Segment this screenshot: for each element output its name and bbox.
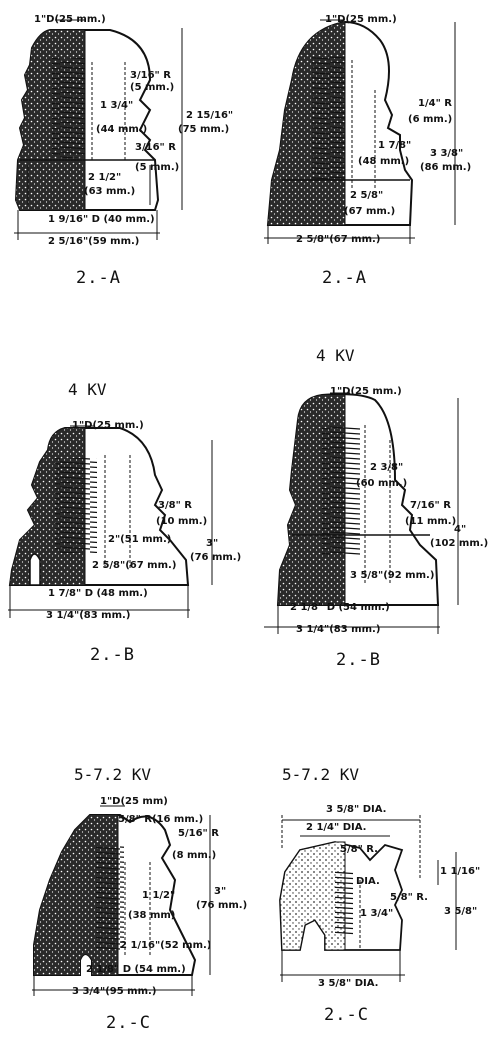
- insulator-2c-right: [279, 815, 457, 982]
- c1-total-height: 3": [214, 886, 227, 897]
- b1-total-height-mm: (76 mm.): [190, 552, 242, 563]
- c1-caption: 2.-C: [106, 1013, 151, 1033]
- a1-radius-2: 3/16" R: [135, 142, 176, 153]
- c1-base-diameter: 2 1/8" D (54 mm.): [86, 964, 186, 975]
- c1-top-radius: 5/8" R(16 mm.): [118, 814, 204, 825]
- insulator-2c-right-thread: [335, 870, 353, 935]
- b1-top-diameter: 1"D(25 mm.): [72, 420, 144, 431]
- a1-height-1-mm: (44 mm.): [96, 124, 148, 135]
- a1-height-2: 2 1/2": [88, 172, 122, 183]
- a1-caption: 2.-A: [76, 268, 121, 288]
- c2-radius-a: 5/8" R.: [340, 844, 378, 855]
- insulator-2b-right-thread: [322, 425, 360, 555]
- insulator-2b-left: [8, 425, 213, 618]
- a2-total-height-mm: (86 mm.): [420, 162, 472, 173]
- b2-top-diameter: 1"D(25 mm.): [330, 386, 402, 397]
- a2-total-height: 3 3/8": [430, 148, 464, 159]
- insulator-2b-left-thread: [55, 458, 97, 553]
- b2-total-height: 4": [454, 524, 467, 535]
- insulator-2a-left-thread: [52, 58, 85, 158]
- voltage-label-5kv-left: 5-7.2 KV: [74, 765, 152, 784]
- b1-caption: 2.-B: [90, 645, 135, 665]
- a1-base-diameter: 1 9/16" D (40 mm.): [48, 214, 155, 225]
- a1-total-height-mm: (75 mm.): [178, 124, 230, 135]
- b2-height-1-mm: (60 mm.): [356, 478, 408, 489]
- a1-width: 2 5/16"(59 mm.): [48, 236, 140, 247]
- b1-height-2: 2 5/8"(67 mm.): [92, 560, 177, 571]
- b2-height-2: 3 5/8"(92 mm.): [350, 570, 435, 581]
- a2-width: 2 5/8"(67 mm.): [296, 234, 381, 245]
- voltage-label-5kv-right: 5-7.2 KV: [282, 765, 360, 784]
- a2-radius-1-mm: (6 mm.): [408, 114, 453, 125]
- voltage-label-4kv-right: 4 KV: [316, 346, 355, 365]
- b1-width: 3 1/4"(83 mm.): [46, 610, 131, 621]
- insulator-2a-left: [14, 19, 183, 240]
- a1-height-1: 1 3/4": [100, 100, 134, 111]
- c2-top-dia: 3 5/8" DIA.: [326, 804, 387, 815]
- a2-height-1-mm: (48 mm.): [358, 156, 410, 167]
- a2-radius-1: 1/4" R: [418, 98, 452, 109]
- c1-radius-1: 5/16" R: [178, 828, 219, 839]
- c1-height-1-mm: (38 mm): [128, 910, 176, 921]
- b2-height-1: 2 3/8": [370, 462, 404, 473]
- a2-height-1: 1 7/8": [378, 140, 412, 151]
- insulator-2c-left: [32, 805, 211, 996]
- a1-radius-2-mm: (5 mm.): [135, 162, 180, 173]
- c2-dia: DIA.: [356, 876, 380, 887]
- c1-top-diameter: 1"D(25 mm): [100, 796, 168, 807]
- a2-caption: 2.-A: [322, 268, 367, 288]
- c1-height-1: 1 1/2": [142, 890, 176, 901]
- c2-total-height: 3 5/8": [444, 906, 478, 917]
- a2-top-diameter: 1"D(25 mm.): [325, 14, 397, 25]
- insulator-2a-right: [264, 19, 456, 244]
- insulator-2c-left-thread: [96, 845, 124, 950]
- c1-height-2: 2 1/16"(52 mm.): [120, 940, 212, 951]
- a1-radius-1-mm: (5 mm.): [130, 82, 175, 93]
- insulator-2a-right-thread: [312, 55, 345, 180]
- a1-height-2-mm: (63 mm.): [84, 186, 136, 197]
- b1-height-1: 2"(51 mm.): [108, 534, 172, 545]
- b1-radius-1-mm: (10 mm.): [156, 516, 208, 527]
- b2-radius-1: 7/16" R: [410, 500, 451, 511]
- b2-base-diameter: 2 1/8" D (54 mm.): [290, 602, 390, 613]
- c2-height-b: 1 3/4": [360, 908, 394, 919]
- b2-total-height-mm: (102 mm.): [430, 538, 489, 549]
- b1-base-diameter: 1 7/8" D (48 mm.): [48, 588, 148, 599]
- c2-caption: 2.-C: [324, 1005, 369, 1025]
- insulator-2b-right: [264, 392, 459, 634]
- c2-base-dia: 3 5/8" DIA.: [318, 978, 379, 989]
- b2-width: 3 1/4"(83 mm.): [296, 624, 381, 635]
- c2-radius-b: 5/8" R.: [390, 892, 428, 903]
- c1-radius-1-mm: (8 mm.): [172, 850, 217, 861]
- a1-radius-1: 3/16" R: [130, 70, 171, 81]
- a2-height-2-mm: (67 mm.): [344, 206, 396, 217]
- c2-height-a: 1 1/16": [440, 866, 481, 877]
- insulator-2c-right-hatched-half: [279, 841, 346, 951]
- a1-top-diameter: 1"D(25 mm.): [34, 14, 106, 25]
- b2-radius-1-mm: (11 mm.): [405, 516, 457, 527]
- b1-total-height: 3": [206, 538, 219, 549]
- c1-total-height-mm: (76 mm.): [196, 900, 248, 911]
- b2-caption: 2.-B: [336, 650, 381, 670]
- a1-total-height: 2 15/16": [186, 110, 234, 121]
- b1-radius-1: 3/8" R: [158, 500, 192, 511]
- voltage-label-4kv-left: 4 KV: [68, 380, 107, 399]
- a2-height-2: 2 5/8": [350, 190, 384, 201]
- c2-mid-dia: 2 1/4" DIA.: [306, 822, 367, 833]
- c1-width: 3 3/4"(95 mm.): [72, 986, 157, 997]
